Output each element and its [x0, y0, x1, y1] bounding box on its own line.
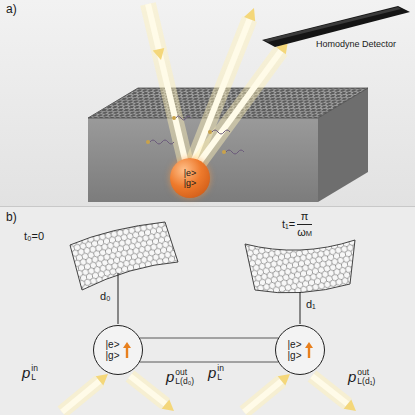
time-label: t₁=πωM [282, 210, 312, 238]
graphene-membrane [70, 222, 178, 290]
distance-label: d₀ [100, 290, 111, 302]
subscript: L [217, 373, 224, 382]
photon-dot [222, 150, 226, 154]
photon-squiggles [150, 116, 244, 154]
index-stack: inL [217, 364, 224, 382]
superscript: in [217, 364, 224, 373]
index-stack: outL(d₀) [175, 368, 194, 386]
panel-a-ground [0, 0, 415, 206]
spin-arrow-shape [123, 342, 131, 358]
photon [176, 116, 191, 120]
panel-label: b) [6, 211, 17, 224]
state-label: |e> [184, 168, 197, 178]
momentum-label: pinL [22, 364, 38, 382]
index-stack: outL(d₁) [357, 368, 375, 386]
beam-glow [62, 381, 100, 412]
node-content: |e>|g> [288, 339, 313, 362]
beam [244, 381, 282, 412]
momentum-symbol: p [208, 364, 216, 381]
fraction-denominator: ωM [297, 226, 312, 239]
fraction: πωM [297, 210, 312, 238]
momentum-symbol: p [348, 368, 356, 385]
beam-arrowhead [153, 48, 165, 60]
panel-b-ground [0, 206, 415, 415]
node-content: |e>|g> [184, 168, 197, 189]
beam-arrowhead [162, 399, 174, 411]
state-label: |g> [184, 178, 197, 188]
state-circle: |e>|g> [93, 325, 143, 375]
momentum-label: pinL [208, 364, 224, 382]
time-label: t₀=0 [24, 230, 44, 242]
momentum-label: poutL(d₀) [166, 368, 194, 386]
state-labels: |e>|g> [106, 339, 120, 362]
fraction-bar [297, 224, 312, 225]
photon-dot [172, 116, 176, 120]
beam-arrowhead [344, 399, 356, 411]
light-beams [148, 4, 288, 164]
subscript: L [31, 373, 38, 382]
state-label: |e> [288, 339, 302, 351]
beam-arrowhead [244, 8, 255, 21]
spin-arrow-shape [305, 342, 313, 358]
photon-dot [208, 130, 212, 134]
state-label: |g> [106, 350, 120, 362]
photon-dots [146, 116, 226, 154]
state-label: |e> [106, 339, 120, 351]
beam-arrowhead [96, 374, 108, 386]
beam-glow [130, 376, 166, 404]
frequency-subscript: M [306, 230, 312, 239]
photon [212, 130, 230, 134]
state-circle: |e>|g> [275, 325, 325, 375]
state-labels: |e>|g> [184, 168, 197, 189]
detector-edge [264, 7, 401, 42]
distance-label: d₁ [306, 298, 316, 310]
superscript: in [31, 364, 38, 373]
beam [130, 376, 166, 404]
index-stack: inL [31, 364, 38, 382]
photon-dot [146, 140, 150, 144]
state-label: |g> [288, 350, 302, 362]
spin-arrow [123, 342, 131, 358]
cavity-box [88, 88, 368, 202]
graphene-membrane [245, 240, 355, 293]
beam [312, 376, 348, 404]
panel-divider [0, 206, 415, 207]
momentum-symbol: p [166, 368, 174, 385]
subscript: L(d₀) [175, 377, 194, 386]
beam [148, 4, 186, 164]
state-labels: |e>|g> [288, 339, 302, 362]
momentum-label: poutL(d₁) [348, 368, 375, 386]
coupling-line [140, 338, 278, 362]
photon [150, 140, 174, 144]
distance-line [300, 292, 301, 324]
superscript: out [357, 368, 375, 377]
atom-sphere: |e>|g> [170, 158, 210, 198]
node-content: |e>|g> [106, 339, 131, 362]
time-prefix: t₁= [282, 218, 295, 231]
photon [226, 150, 244, 154]
beam [198, 51, 281, 164]
superscript: out [175, 368, 194, 377]
beam-glow [244, 381, 282, 412]
device-label: Homodyne Detector [316, 40, 396, 50]
panel-label: a) [6, 3, 17, 16]
momentum-symbol: p [22, 364, 30, 381]
frequency-symbol: ω [297, 226, 306, 239]
beam [62, 381, 100, 412]
beam-glow [312, 376, 348, 404]
subscript: L(d₁) [357, 377, 375, 386]
fraction-numerator: π [301, 210, 309, 223]
spin-arrow [305, 342, 313, 358]
beam-glow [198, 51, 281, 164]
beam-arrowhead [278, 374, 290, 386]
distance-line [118, 273, 119, 324]
beam-glow [148, 4, 186, 164]
